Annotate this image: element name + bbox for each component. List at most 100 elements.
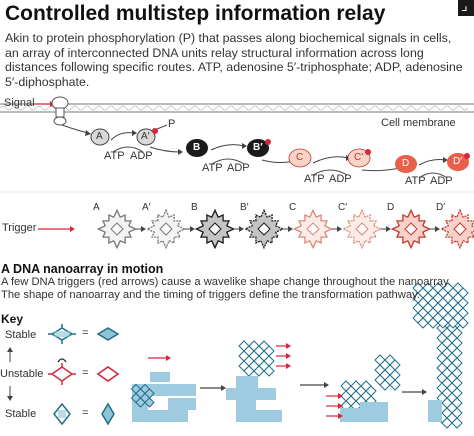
array3-grid-top <box>374 354 401 391</box>
trigger-unit-label-0: A <box>93 202 100 213</box>
stage-arrow-2-head <box>324 382 329 388</box>
trigger-unit-core-1 <box>159 222 173 236</box>
step-b-input: B <box>193 142 201 153</box>
arrow-b-head <box>242 143 247 149</box>
array1-block-d <box>168 398 196 410</box>
atp-arc-b <box>211 158 245 165</box>
trigger-unit-core-3 <box>257 222 271 236</box>
phosphate-b <box>265 139 271 145</box>
trigger-unit-label-5: C′ <box>338 202 348 213</box>
atp-arc-a <box>112 146 144 153</box>
trigger-step-arrowhead-2 <box>239 226 244 232</box>
phosphate-d <box>464 153 470 159</box>
trigger-arrowhead <box>70 226 75 232</box>
figure-description: Akin to protein phosphorylation (P) that… <box>5 31 463 89</box>
trigger-unit-core-6 <box>404 222 418 236</box>
trigger-arrows <box>136 226 440 232</box>
arrow-a-head <box>132 130 137 136</box>
corner-mark: ⌟ <box>458 0 474 16</box>
nanoarray-diagrams <box>130 282 469 429</box>
trigger-unit-label-4: C <box>289 202 297 213</box>
array2-block-b <box>226 388 276 400</box>
array-top-right-lattice <box>412 282 469 329</box>
trigger-unit-core-2 <box>208 222 222 236</box>
step-b-adp: ADP <box>227 162 250 174</box>
step-a-output: A′ <box>141 131 150 142</box>
trigger-step-arrowhead-3 <box>288 226 293 232</box>
signal-label: Signal <box>4 97 35 109</box>
phospho-label: P <box>168 118 176 130</box>
step-d-input: D <box>402 158 410 169</box>
step-a-input: A <box>96 131 103 142</box>
array2-block-c <box>236 400 256 422</box>
protein-c-prime <box>347 148 371 168</box>
step-b-output: B′ <box>253 142 263 153</box>
array3-block-b <box>360 402 388 422</box>
arrow-d-head <box>443 157 448 163</box>
arrow-a <box>110 132 135 141</box>
step-d-output: D′ <box>453 156 463 167</box>
protein-d-prime <box>447 153 469 171</box>
protein-b <box>186 139 208 157</box>
arrow-c <box>312 156 349 164</box>
step-a-adp: ADP <box>130 150 153 162</box>
step-c-atp: ATP <box>304 173 325 185</box>
trigger-red-1-head <box>166 355 171 361</box>
trigger-step-arrowhead-0 <box>141 226 146 232</box>
trigger-unit-label-1: A′ <box>142 202 151 213</box>
array1-grid-left <box>130 383 155 408</box>
trigger-unit-core-0 <box>110 222 124 236</box>
trigger-unit-label-3: B′ <box>240 202 249 213</box>
trigger-unit-core-4 <box>306 222 320 236</box>
arrow-b <box>210 144 245 151</box>
protein-d <box>395 155 417 173</box>
key-stable-2 <box>53 402 115 426</box>
receptor-stem <box>55 107 65 118</box>
protein-a-prime <box>136 128 156 146</box>
trigger-step-arrowhead-4 <box>337 226 342 232</box>
trigger-unit-label-7: D′ <box>436 202 446 213</box>
phosphate-line <box>156 124 168 130</box>
receptor-bottom <box>53 116 67 126</box>
array2-grid-top <box>238 340 275 377</box>
step-d-atp: ATP <box>405 175 426 187</box>
arrow-c-d <box>361 167 401 172</box>
key-unstable <box>48 358 120 385</box>
arc-d <box>418 172 448 179</box>
phosphate-a <box>152 128 158 134</box>
trigger-label: Trigger <box>2 222 37 234</box>
array2-block-d <box>252 410 282 422</box>
figure-title: Controlled multistep information relay <box>5 2 386 25</box>
membrane-label: Cell membrane <box>381 117 456 129</box>
protein-a <box>90 128 110 146</box>
key-stable-1 <box>48 324 120 344</box>
trigger-step-arrowhead-6 <box>435 226 440 232</box>
step-a-atp: ATP <box>104 150 125 162</box>
protein-b-prime <box>247 139 269 157</box>
trigger-red-3a-head <box>338 393 343 399</box>
membrane-pattern <box>0 105 469 111</box>
signal-path-head <box>85 130 91 136</box>
stage-arrow-1-head <box>221 385 226 391</box>
trigger-red-2b-head <box>286 353 291 359</box>
key-equals-2: = <box>82 367 89 379</box>
corner-icon: ⌟ <box>461 0 468 14</box>
step-c-adp: ADP <box>329 173 352 185</box>
step-d-adp: ADP <box>430 175 453 187</box>
arrow-d <box>418 159 446 166</box>
trigger-unit-core-7 <box>453 222 467 236</box>
protein-c <box>288 148 312 168</box>
receptor-top <box>51 96 69 110</box>
key-title: Key <box>1 312 24 326</box>
arrow-a-b <box>149 146 181 153</box>
step-c-output: C′ <box>354 152 364 163</box>
trigger-unit-label-2: B <box>191 202 198 213</box>
atp-arc-c <box>312 169 348 176</box>
step-b-atp: ATP <box>202 162 223 174</box>
trigger-unit-label-6: D <box>387 202 395 213</box>
key-label-stable-2: Stable <box>5 408 37 420</box>
key-label-stable-1: Stable <box>5 329 37 341</box>
signal-path <box>61 124 89 134</box>
array2-block-a <box>236 376 258 388</box>
trigger-units <box>96 208 474 250</box>
